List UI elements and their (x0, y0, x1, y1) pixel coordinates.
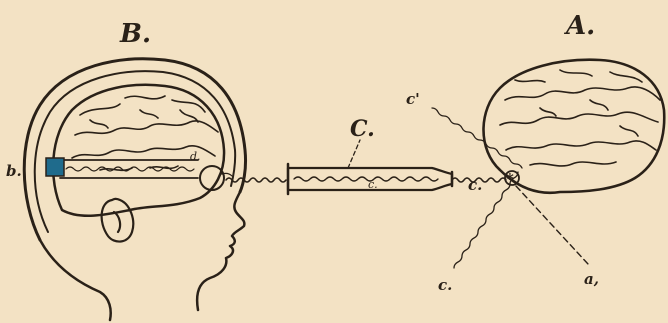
label-b: B. (119, 19, 151, 49)
label-b-small: b. (6, 162, 22, 180)
label-star: * (506, 170, 514, 188)
label-c-lower: c. (438, 276, 452, 294)
label-c-tube: c. (368, 178, 378, 191)
label-c: C. (350, 116, 375, 142)
label-a-small: a, (584, 270, 599, 288)
region-b-marker (46, 158, 64, 176)
label-d: d. (190, 150, 201, 163)
label-c-prime: c' (406, 90, 420, 108)
label-a: A. (563, 11, 595, 41)
label-c-right: c. (468, 176, 482, 194)
